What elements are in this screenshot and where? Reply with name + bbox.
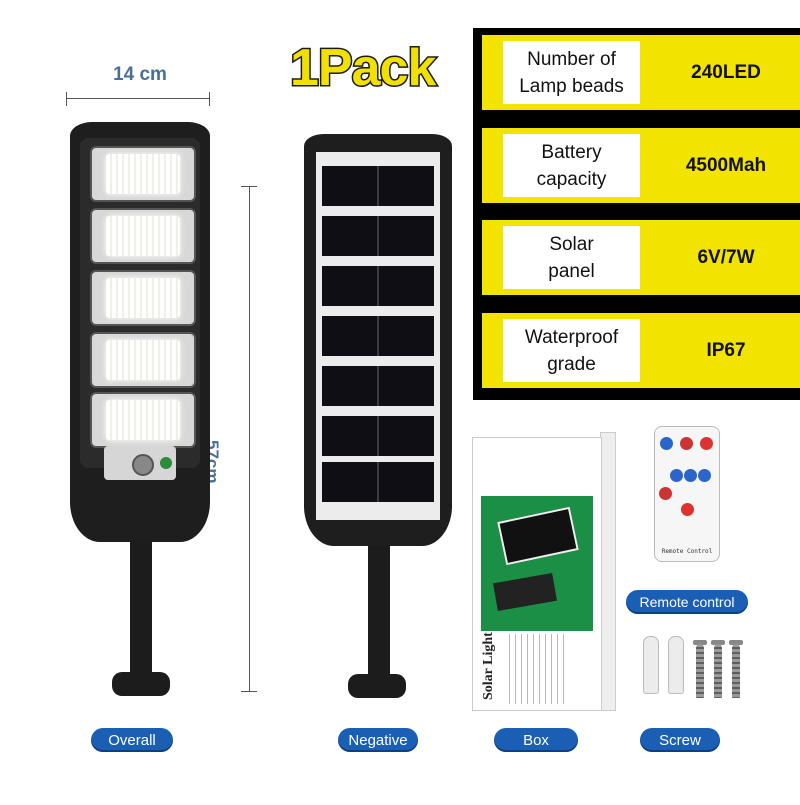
led-module [90, 332, 196, 388]
spec-key: Battery capacity [503, 134, 640, 197]
lamp-pole [368, 546, 390, 680]
width-dimension-line [66, 92, 210, 106]
lamp-base [348, 674, 406, 698]
box-front: Solar Light [472, 437, 602, 711]
spec-row-waterproof: Waterproof grade IP67 [482, 313, 800, 388]
remote-wifi-icon [680, 437, 693, 450]
width-dimension-label: 14 cm [113, 64, 167, 85]
solar-cell [322, 416, 434, 456]
remote-mode-button-icon [684, 469, 697, 482]
spec-key: Number of Lamp beads [503, 41, 640, 104]
caption-remote-control: Remote control [626, 590, 748, 614]
spec-key: Solar panel [503, 226, 640, 289]
caption-overall: Overall [91, 728, 173, 752]
spec-row-lamp-beads: Number of Lamp beads 240LED [482, 35, 800, 110]
spec-value: 6V/7W [697, 246, 755, 268]
remote-mode-button-icon [670, 469, 683, 482]
box-lamp-illustration [493, 573, 557, 611]
led-module [90, 392, 196, 448]
screw-icon [714, 644, 722, 698]
remote-timer-button-icon [659, 487, 672, 500]
spec-key: Waterproof grade [503, 319, 640, 382]
box-solar-illustration [497, 506, 579, 566]
led-module [90, 146, 196, 202]
caption-negative: Negative [338, 728, 418, 752]
wall-anchor-icon [668, 636, 684, 694]
caption-box: Box [494, 728, 578, 752]
remote-mode-button-icon [698, 469, 711, 482]
motion-sensor-icon [104, 446, 176, 480]
spec-row-battery: Battery capacity 4500Mah [482, 128, 800, 203]
height-dimension-line [241, 186, 257, 692]
spec-panel: Number of Lamp beads 240LED Battery capa… [473, 28, 800, 400]
caption-screw: Screw [640, 728, 720, 752]
pack-title: 1Pack [288, 38, 437, 99]
remote-on-button-icon [660, 437, 673, 450]
lamp-pole [130, 540, 152, 680]
solar-cell [322, 216, 434, 256]
remote-control-image: Remote Control [654, 426, 720, 562]
box-green-panel [481, 496, 593, 631]
spec-value: 4500Mah [685, 154, 767, 176]
spec-row-solar-panel: Solar panel 6V/7W [482, 220, 800, 295]
box-brand-text: Solar Light [481, 632, 496, 700]
screw-head-icon [711, 640, 725, 645]
box-side [600, 432, 616, 711]
solar-cell [322, 462, 434, 502]
box-fine-print [509, 634, 569, 704]
solar-cell [322, 166, 434, 206]
spec-value: 240LED [691, 61, 761, 83]
remote-off-button-icon [700, 437, 713, 450]
screw-icon [696, 644, 704, 698]
spec-value: IP67 [706, 339, 746, 361]
wall-anchor-icon [643, 636, 659, 694]
led-module [90, 208, 196, 264]
screw-icon [732, 644, 740, 698]
screw-head-icon [693, 640, 707, 645]
solar-cell [322, 316, 434, 356]
solar-cell [322, 366, 434, 406]
remote-caption: Remote Control [661, 548, 713, 555]
solar-cell [322, 266, 434, 306]
remote-center-button-icon [681, 503, 694, 516]
screw-head-icon [729, 640, 743, 645]
lamp-base [112, 672, 170, 696]
led-module [90, 270, 196, 326]
